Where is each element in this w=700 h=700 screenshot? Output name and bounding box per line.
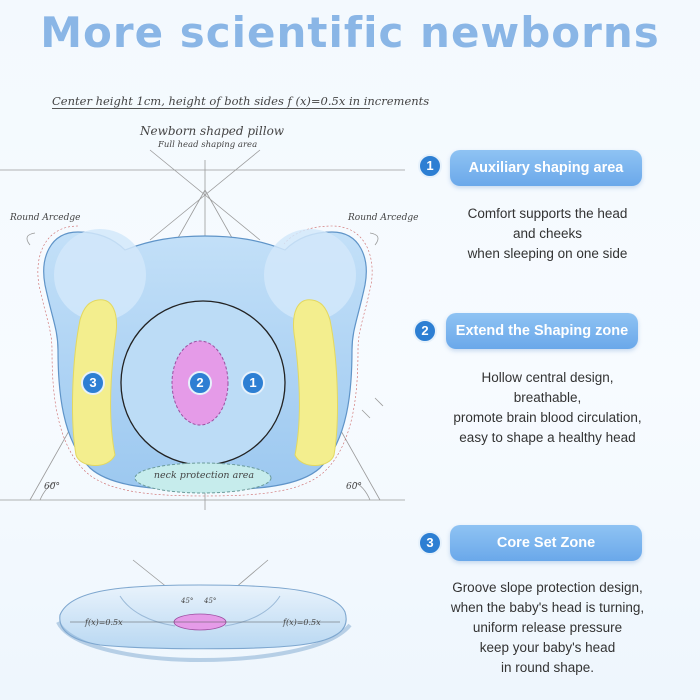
side-angle-left: 45° [181, 597, 194, 605]
feature-2-description: Hollow central design, breathable, promo… [453, 370, 642, 445]
pillow-sublabel: Full head shaping area [158, 140, 258, 150]
side-height-left: f(x)=0.5x [85, 618, 123, 627]
side-angle-right: 45° [204, 597, 217, 605]
angle-label-right: 60° [346, 482, 362, 492]
height-caption: Center height 1cm, height of both sides … [52, 94, 430, 109]
angle-label-left: 60° [44, 482, 60, 492]
feature-1-title: Auxiliary shaping area [450, 150, 642, 186]
feature-1-description: Comfort supports the head and cheeks whe… [467, 206, 628, 261]
side-view [56, 559, 352, 663]
feature-2-title: Extend the Shaping zone [446, 313, 638, 349]
zone-marker-3: 3 [81, 371, 105, 395]
zone-marker-1: 1 [241, 371, 265, 395]
pillow-shape [37, 225, 373, 497]
zone-marker-2: 2 [188, 371, 212, 395]
feature-3-number: 3 [418, 531, 442, 555]
neck-zone [134, 462, 272, 494]
feature-3-description: Groove slope protection design, when the… [450, 580, 645, 675]
arc-edge-label-right: Round Arcedge [348, 213, 419, 223]
page-title: More scientific newborns [40, 8, 660, 57]
side-zone-right [293, 299, 338, 466]
neck-protection-label: neck protection area [153, 470, 255, 481]
arc-edge-label-left: Round Arcedge [10, 213, 81, 223]
feature-3-title: Core Set Zone [450, 525, 642, 561]
side-height-right: f(x)=0.5x [283, 618, 321, 627]
feature-2-number: 2 [413, 319, 437, 343]
feature-1-number: 1 [418, 154, 442, 178]
pillow-label: Newborn shaped pillow [140, 124, 285, 138]
